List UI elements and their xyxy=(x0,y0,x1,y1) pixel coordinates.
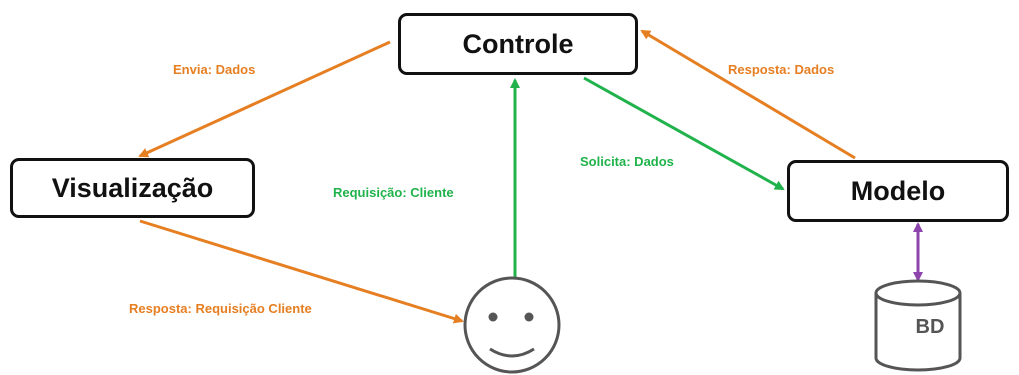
arrow-envia-dados xyxy=(138,40,391,158)
controle-node: Controle xyxy=(398,13,638,75)
database-cylinder-icon xyxy=(874,279,962,372)
visualizacao-node: Visualização xyxy=(10,158,255,218)
arrow-resposta-requisicao-cliente xyxy=(139,219,464,324)
database-label: BD xyxy=(915,316,945,338)
resposta-dados-label: Resposta: Dados xyxy=(728,62,835,77)
envia-dados-label: Envia: Dados xyxy=(173,62,256,77)
arrow-solicita-dados xyxy=(583,76,785,191)
visualizacao-label: Visualização xyxy=(51,172,214,203)
smiley-face-icon xyxy=(463,276,561,374)
resposta-requisicao-cliente-label: Resposta: Requisição Cliente xyxy=(129,301,312,316)
modelo-label: Modelo xyxy=(850,175,946,206)
arrow-resposta-dados xyxy=(640,29,856,160)
requisicao-cliente-label: Requisição: Cliente xyxy=(333,185,454,200)
controle-label: Controle xyxy=(462,28,574,59)
solicita-dados-label: Solicita: Dados xyxy=(580,154,674,169)
modelo-node: Modelo xyxy=(787,160,1009,222)
